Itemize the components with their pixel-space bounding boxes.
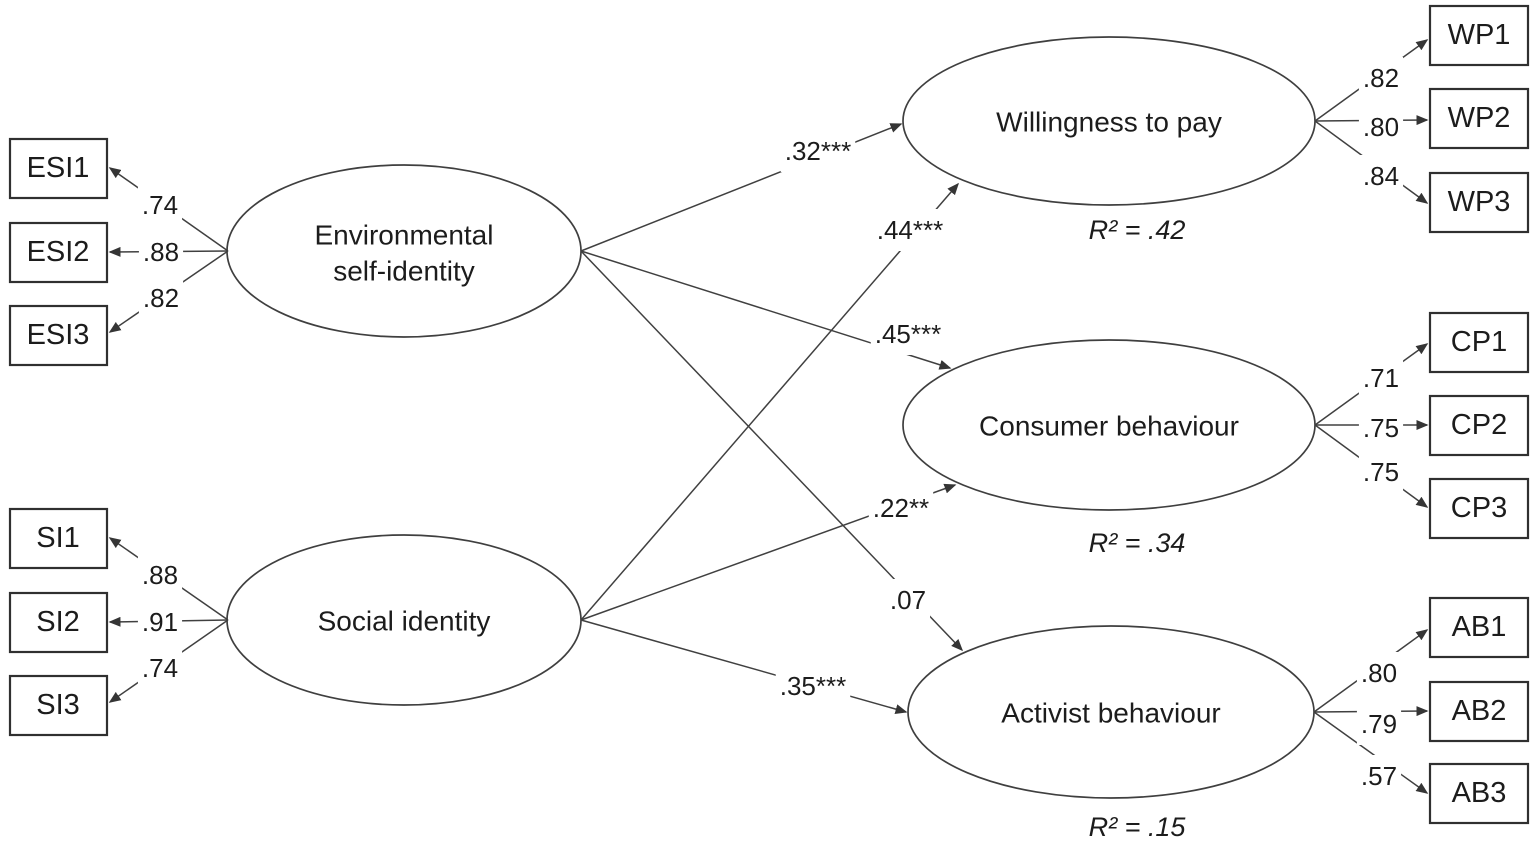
factor-loading: .91 xyxy=(142,607,178,637)
indicator-box-ab3 xyxy=(1428,762,1530,825)
indicator-label: CP3 xyxy=(1451,492,1507,524)
label-background xyxy=(1358,451,1404,493)
label-background xyxy=(137,184,183,226)
factor-loading: .74 xyxy=(142,190,178,220)
label-background xyxy=(868,487,934,529)
label-background xyxy=(1358,57,1404,99)
indicator-box-ab2 xyxy=(1428,680,1530,743)
path-coefficient: .45*** xyxy=(875,319,942,349)
factor-loading: .84 xyxy=(1363,161,1399,191)
indicator-box-si1 xyxy=(8,507,109,570)
path-coefficient: .07 xyxy=(890,585,926,615)
factor-loading: .88 xyxy=(143,237,179,267)
latent-variables: Environmental self-identity Social ident… xyxy=(226,36,1316,842)
path-si-to-ab-line xyxy=(580,619,908,714)
indicator-label: ESI1 xyxy=(27,152,90,184)
coefficient-labels: .32*** .45*** .07 .44*** .22** .35*** .7… xyxy=(137,57,1404,797)
indicator-label: AB2 xyxy=(1452,695,1507,727)
indicator-label: CP1 xyxy=(1451,326,1507,358)
latent-label-line: Activist behaviour xyxy=(1001,698,1220,729)
label-background xyxy=(138,231,184,273)
label-background xyxy=(872,209,948,251)
factor-loading: .80 xyxy=(1361,658,1397,688)
factor-loading: .57 xyxy=(1361,761,1397,791)
loading-line-ab3 xyxy=(1313,711,1429,794)
label-background xyxy=(1356,755,1402,797)
label-background xyxy=(138,277,184,319)
indicator-label: AB3 xyxy=(1452,777,1507,809)
factor-loading: .80 xyxy=(1363,112,1399,142)
label-background xyxy=(870,313,946,355)
label-background xyxy=(137,601,183,643)
indicator-box-ab1 xyxy=(1428,596,1530,659)
indicator-label: ESI2 xyxy=(27,236,90,268)
label-background xyxy=(775,665,851,707)
label-background xyxy=(1356,652,1402,694)
indicator-box-esi3 xyxy=(8,304,109,367)
r-squared-label: R² = .34 xyxy=(1089,528,1186,558)
indicator-label: WP2 xyxy=(1448,102,1511,134)
latent-label-line: Environmental xyxy=(315,220,494,251)
label-background xyxy=(1358,155,1404,197)
label-background xyxy=(885,579,931,621)
indicator-label: WP3 xyxy=(1448,186,1511,218)
r-squared-label: R² = .42 xyxy=(1089,215,1186,245)
path-coefficient: .32*** xyxy=(785,136,852,166)
indicator-label: WP1 xyxy=(1448,19,1511,51)
factor-loading: .74 xyxy=(142,653,178,683)
indicator-label: ESI3 xyxy=(27,319,90,351)
label-background xyxy=(1358,357,1404,399)
label-background xyxy=(780,130,856,172)
factor-loading: .82 xyxy=(143,283,179,313)
indicator-box-si2 xyxy=(8,591,109,654)
label-background xyxy=(137,554,183,596)
label-background xyxy=(1358,407,1404,449)
r-squared-label: R² = .15 xyxy=(1089,812,1187,842)
path-coefficient: .35*** xyxy=(780,671,847,701)
factor-loading: .82 xyxy=(1363,63,1399,93)
indicator-box-cp2 xyxy=(1428,394,1530,457)
indicator-boxes: ESI1 ESI2 ESI3 SI1 SI2 SI3 WP1 WP2 WP3 C… xyxy=(8,4,1530,825)
path-coefficient: .22** xyxy=(873,493,929,523)
indicator-label: SI2 xyxy=(36,606,80,638)
path-si-to-wp-line xyxy=(580,182,959,621)
indicator-label: AB1 xyxy=(1452,611,1507,643)
label-background xyxy=(1358,106,1404,148)
indicator-box-wp1 xyxy=(1428,4,1530,67)
indicator-label: CP2 xyxy=(1451,409,1507,441)
indicator-box-cp3 xyxy=(1428,477,1530,540)
indicator-label: SI3 xyxy=(36,689,80,721)
indicator-box-wp3 xyxy=(1428,171,1530,234)
label-background xyxy=(1356,703,1402,745)
indicator-box-esi1 xyxy=(8,137,109,200)
latent-ellipse-environmental-self-identity xyxy=(226,164,582,338)
indicator-box-wp2 xyxy=(1428,87,1530,150)
factor-loading: .79 xyxy=(1361,709,1397,739)
factor-loading: .75 xyxy=(1363,413,1399,443)
factor-loading: .75 xyxy=(1363,457,1399,487)
factor-loading: .71 xyxy=(1363,363,1399,393)
latent-label-line: Consumer behaviour xyxy=(979,411,1239,442)
factor-loading: .88 xyxy=(142,560,178,590)
indicator-box-cp1 xyxy=(1428,311,1530,374)
latent-label-line: Social identity xyxy=(318,606,491,637)
path-coefficient: .44*** xyxy=(877,215,944,245)
latent-label-line: self-identity xyxy=(333,256,475,287)
indicator-box-si3 xyxy=(8,674,109,737)
label-background xyxy=(137,647,183,689)
indicator-box-esi2 xyxy=(8,221,109,284)
latent-label-line: Willingness to pay xyxy=(996,107,1222,138)
indicator-label: SI1 xyxy=(36,522,80,554)
